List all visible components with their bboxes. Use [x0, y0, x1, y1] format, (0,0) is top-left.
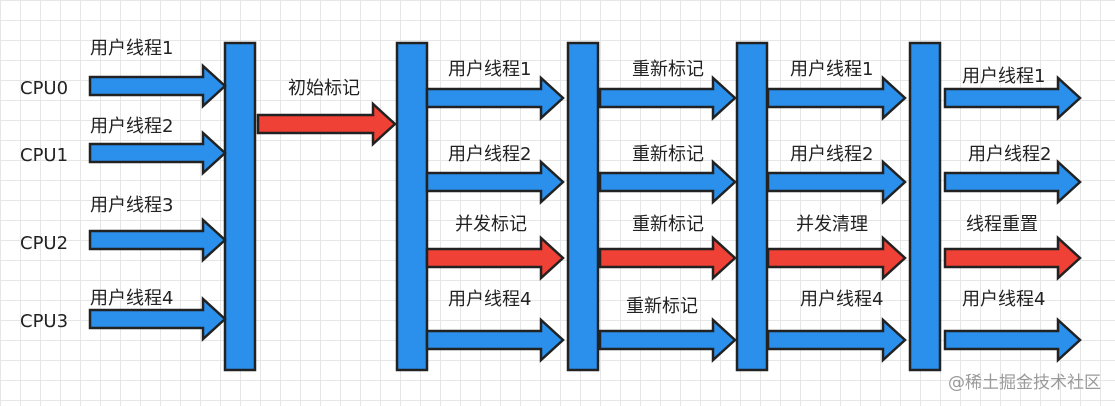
phase4-label-2: 用户线程2 — [968, 144, 1051, 165]
phase0-arrow-1 — [88, 63, 227, 109]
phase0-arrow-2 — [88, 130, 227, 176]
phase1-label-1: 用户线程1 — [448, 59, 531, 80]
phase2-label-2: 重新标记 — [632, 144, 704, 165]
phase3-label-2: 用户线程2 — [790, 144, 873, 165]
phase4-label-4: 用户线程4 — [962, 289, 1045, 310]
cpu-label-2: CPU2 — [20, 233, 68, 254]
cpu-label-1: CPU1 — [20, 145, 68, 166]
phase1-label-3: 并发标记 — [455, 214, 527, 235]
barrier-bar-4 — [735, 41, 769, 372]
phase4-label-1: 用户线程1 — [962, 66, 1045, 87]
phase2-arrow-3 — [598, 235, 737, 281]
phase3-arrow-2 — [766, 159, 907, 205]
barrier-bar-5 — [908, 41, 942, 372]
phase4-label-3: 线程重置 — [966, 214, 1038, 235]
barrier-bar-2 — [395, 41, 429, 372]
phase2-arrow-2 — [598, 159, 737, 205]
phase1-arrow-1 — [425, 75, 565, 121]
phase0-arrow-3 — [88, 217, 227, 263]
cpu-label-0: CPU0 — [20, 78, 68, 99]
phase0-label-3: 用户线程3 — [90, 195, 173, 216]
phase3-label-1: 用户线程1 — [790, 59, 873, 80]
phase1-arrow-4 — [425, 317, 565, 363]
phase3-arrow-4 — [766, 317, 907, 363]
phase1-arrow-3 — [425, 235, 565, 281]
phase0-label-2: 用户线程2 — [90, 116, 173, 137]
barrier-bar-3 — [566, 41, 600, 372]
cpu-label-3: CPU3 — [20, 311, 68, 332]
phase0-arrow-4 — [88, 296, 227, 342]
phase4-arrow-3 — [943, 235, 1082, 281]
phase3-arrow-1 — [766, 75, 907, 121]
phase4-arrow-1 — [943, 75, 1082, 121]
phase0-label-1: 用户线程1 — [90, 38, 173, 59]
barrier-bar-1 — [223, 41, 257, 372]
phase2-arrow-4 — [598, 317, 737, 363]
watermark: @稀土掘金技术社区 — [948, 373, 1101, 393]
phase3-arrow-3 — [766, 235, 907, 281]
arrow-layer — [88, 63, 1082, 363]
phase3-label-3: 并发清理 — [796, 214, 868, 235]
phase2-arrow-1 — [598, 75, 737, 121]
phase1-label-2: 用户线程2 — [448, 144, 531, 165]
phase0-label-4: 用户线程4 — [90, 288, 173, 309]
phase1-label-4: 用户线程4 — [448, 289, 531, 310]
phase1-arrow-2 — [425, 159, 565, 205]
phase2-label-4: 重新标记 — [626, 296, 698, 317]
phase3-label-4: 用户线程4 — [800, 289, 883, 310]
phase4-arrow-2 — [943, 159, 1082, 205]
initial-mark-label: 初始标记 — [288, 78, 360, 99]
phase4-arrow-4 — [943, 317, 1082, 363]
phase2-label-1: 重新标记 — [632, 59, 704, 80]
initial-mark-arrow — [256, 101, 397, 147]
phase2-label-3: 重新标记 — [632, 214, 704, 235]
